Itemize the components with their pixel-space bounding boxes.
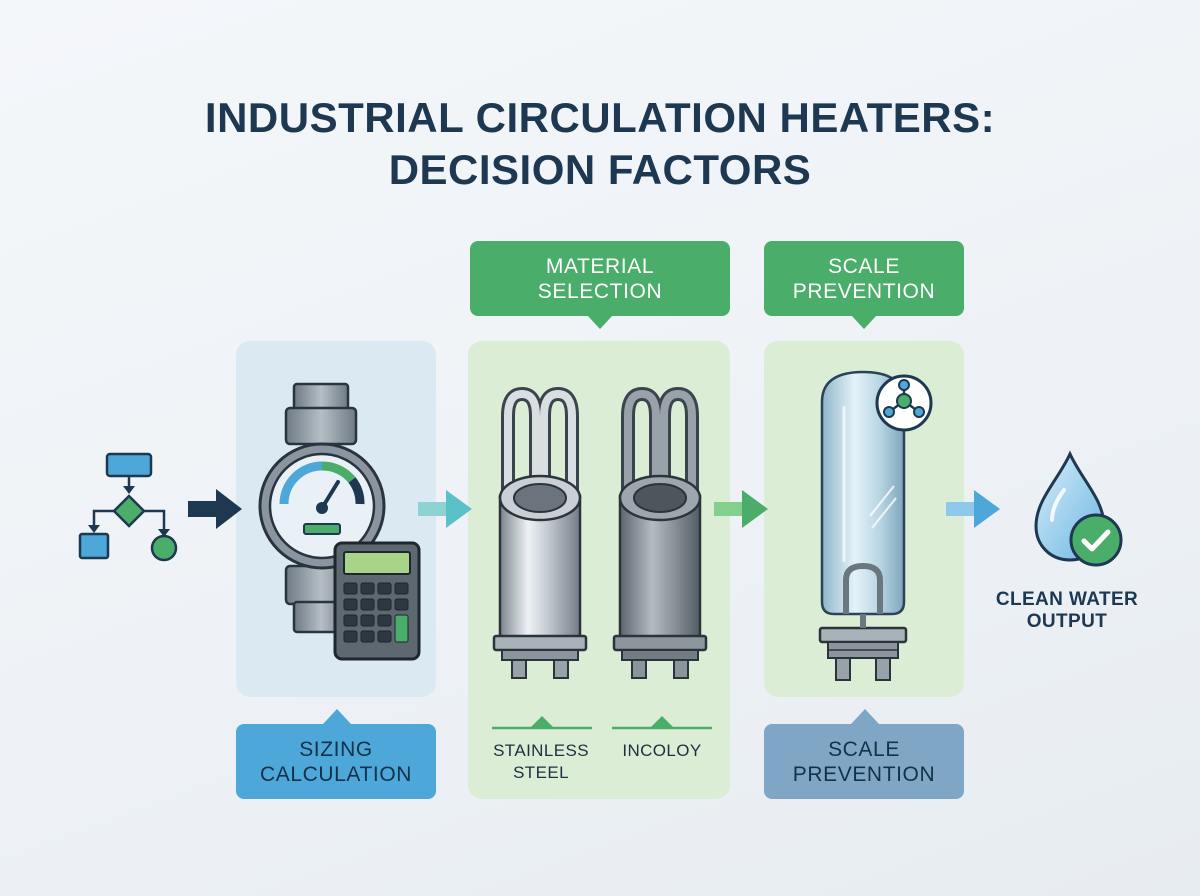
arrow-3-icon [714,490,768,528]
title-line-1: INDUSTRIAL CIRCULATION HEATERS: [204,94,996,141]
title-line-2: DECISION FACTORS [388,146,812,193]
sizing-calculation-callout: SIZING CALCULATION [236,724,436,799]
output-label-line-2: OUTPUT [1026,611,1108,632]
material-callout-line-2: SELECTION [537,279,663,303]
clean-water-output-label: CLEAN WATER OUTPUT [982,589,1152,633]
stainless-steel-label: STAINLESS STEEL [478,740,604,784]
sizing-callout-pointer [323,709,351,724]
scale-callout-top-pointer [851,315,877,329]
incoloy-heater-element-icon [612,386,708,679]
stainless-label-line-1: STAINLESS [493,741,589,760]
scale-prevention-callout-top: SCALE PREVENTION [764,241,964,316]
flowchart-icon [78,452,178,562]
scale-label-bottom-line-2: PREVENTION [792,762,936,786]
incoloy-pointer [612,716,712,730]
stainless-heater-element-icon [492,386,588,679]
checkmark-icon [1069,513,1123,567]
heater-element-icon [818,370,908,681]
arrow-2-icon [418,490,472,528]
stainless-label-line-2: STEEL [513,763,569,782]
incoloy-label: INCOLOY [600,740,724,762]
calculator-icon [333,541,421,661]
page-title: INDUSTRIAL CIRCULATION HEATERS: DECISION… [0,92,1200,196]
sizing-label-line-1: SIZING [299,737,373,761]
material-callout-line-1: MATERIAL [545,254,655,278]
scale-label-bottom-line-1: SCALE [828,737,900,761]
material-selection-callout: MATERIAL SELECTION [470,241,730,316]
output-label-line-1: CLEAN WATER [995,589,1139,610]
scale-prevention-callout-bottom: SCALE PREVENTION [764,724,964,799]
scale-callout-top-line-2: PREVENTION [792,279,936,303]
arrow-4-icon [946,490,1000,528]
molecule-icon [875,374,933,432]
material-callout-pointer [587,315,613,329]
stainless-pointer [492,716,592,730]
incoloy-label-line-1: INCOLOY [622,741,702,760]
scale-callout-bottom-pointer [851,709,879,724]
sizing-label-line-2: CALCULATION [259,762,413,786]
arrow-1-icon [188,489,242,529]
scale-callout-top-line-1: SCALE [828,254,900,278]
